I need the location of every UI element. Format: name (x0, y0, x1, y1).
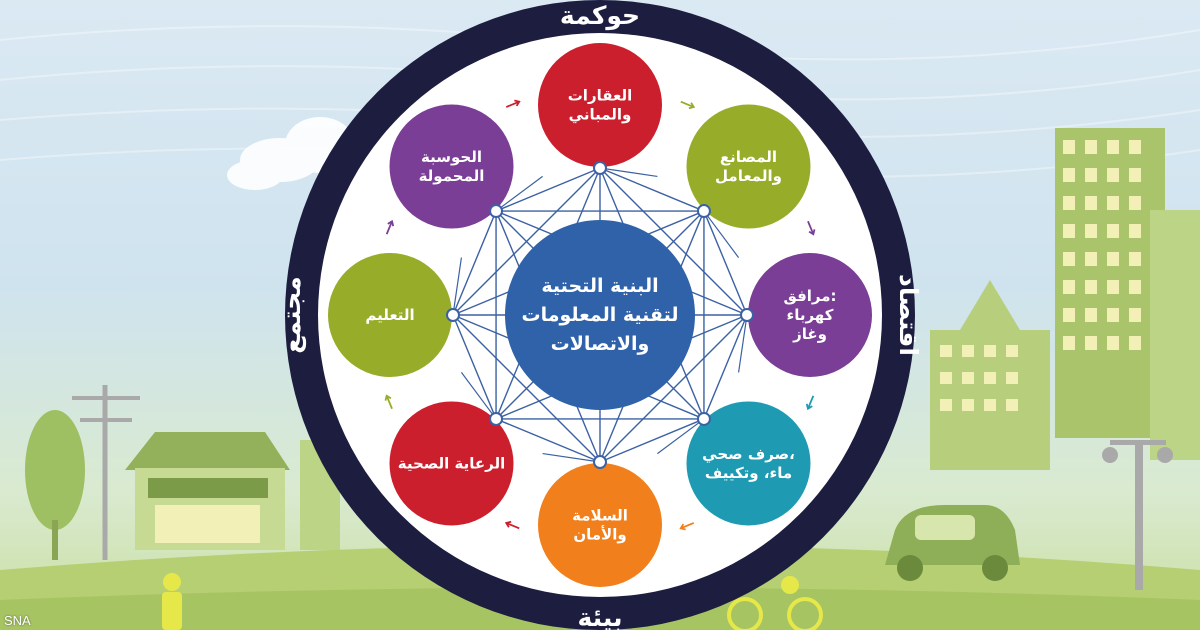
node-education-circle (328, 253, 452, 377)
node-mobile-computing-label: المحمولة (419, 167, 485, 185)
connector-dot (696, 204, 711, 219)
node-education: التعليم (328, 253, 452, 377)
node-sanitation-label: صرف صحي، (702, 445, 795, 463)
cyclist-icon (727, 576, 823, 630)
connector-dot (740, 308, 754, 322)
connector-dot (489, 411, 504, 426)
node-real-estate-label: العقارات (568, 87, 633, 105)
network-line (599, 167, 658, 178)
network-line (452, 314, 601, 463)
network-line (737, 314, 748, 373)
network-line (452, 210, 497, 316)
flow-arrow (385, 219, 395, 235)
ring-label-governance: حوكمة (560, 1, 640, 31)
connector-dot (696, 411, 711, 426)
node-factories-label: والمعامل (715, 167, 782, 185)
network-line (703, 210, 740, 258)
photo-credit: SNA (4, 613, 31, 628)
network-line (599, 167, 705, 212)
network-line (452, 257, 463, 316)
connector-dot (489, 204, 504, 219)
network-line (542, 452, 601, 463)
house-icon (125, 432, 290, 550)
connector-dots (446, 161, 754, 469)
flow-arrows (384, 99, 816, 531)
pedestrian-icon (162, 573, 182, 630)
flow-arrow (680, 100, 696, 110)
node-healthcare-circle (389, 401, 514, 526)
node-mobile-computing-circle (389, 104, 514, 229)
connector-dot (446, 308, 460, 322)
tree-icon (25, 410, 85, 560)
node-utilities-label: وغاز (792, 325, 827, 343)
network-line (460, 372, 497, 420)
node-education-label: التعليم (365, 306, 414, 324)
connector-dot (593, 161, 607, 175)
node-safety-label: والأمان (573, 526, 626, 544)
network-line (452, 314, 497, 420)
flow-arrow (807, 220, 816, 236)
node-sanitation-circle (686, 401, 811, 526)
node-healthcare: الرعاية الصحية (389, 401, 514, 526)
node-sanitation: صرف صحي،ماء، وتكييف (686, 401, 811, 526)
network-line (495, 418, 601, 463)
node-utilities-circle (748, 253, 872, 377)
network-line (599, 418, 705, 463)
node-factories-circle (686, 104, 811, 229)
node-mobile-computing-label: الحوسبة (421, 148, 482, 166)
hub-line-3: والاتصالات (551, 333, 650, 355)
node-safety-label: السلامة (572, 507, 628, 525)
flow-arrow (384, 394, 393, 410)
cloud-icon (227, 117, 355, 190)
ring-label-environment: بيئة (578, 603, 623, 630)
hub-line-2: لتقنية المعلومات (522, 304, 679, 326)
network-line (495, 167, 601, 212)
service-nodes: العقاراتوالمبانيالمصانعوالمعاملمرافق:كهر… (328, 43, 872, 587)
network-line (657, 418, 705, 455)
central-hub: البنية التحتية لتقنية المعلومات والاتصال… (505, 220, 695, 410)
building-icon (1055, 128, 1165, 438)
flow-arrow (679, 522, 695, 531)
node-real-estate-circle (538, 43, 662, 167)
ring-label-society: مجتمع (277, 276, 307, 354)
flow-arrow (504, 520, 520, 530)
ring-label-economy: اقتصاد (894, 274, 923, 356)
node-real-estate-label: والمباني (569, 106, 632, 124)
street-lamp-icon (1102, 440, 1173, 590)
network-line (703, 314, 748, 420)
node-factories-label: المصانع (720, 148, 777, 166)
car-icon (885, 505, 1020, 581)
hub-line-1: البنية التحتية (541, 275, 658, 297)
utility-pole-icon (72, 385, 140, 560)
connector-dot (593, 455, 607, 469)
node-sanitation-label: ماء، وتكييف (705, 464, 792, 482)
flow-arrow (505, 99, 521, 108)
node-utilities-label: كهرباء (787, 306, 834, 324)
node-utilities-label: مرافق: (783, 287, 836, 305)
network-line (495, 175, 543, 212)
network-line (703, 210, 748, 316)
node-healthcare-label: الرعاية الصحية (398, 454, 506, 472)
flow-arrow (805, 395, 815, 411)
node-safety-circle (538, 463, 662, 587)
